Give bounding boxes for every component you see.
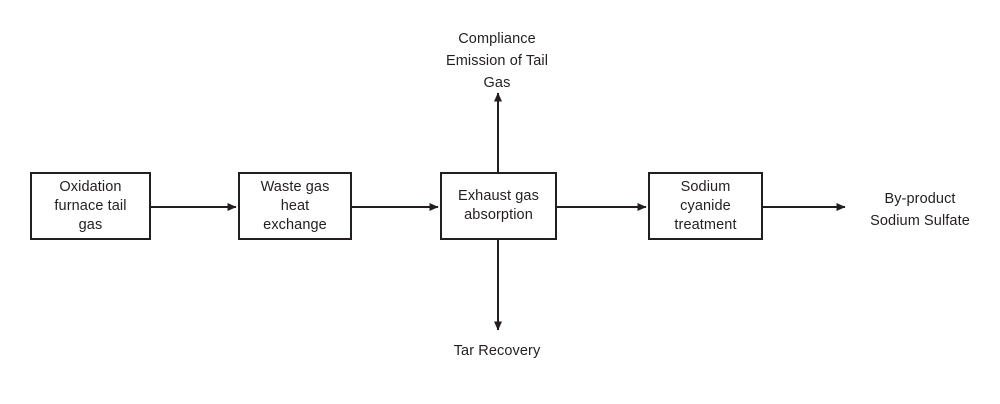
node-sodium-cyanide-treatment[interactable]: Sodium cyanide treatment [648, 172, 763, 240]
node-label: Sodium cyanide treatment [674, 178, 737, 233]
node-label: Waste gas heat exchange [260, 178, 330, 233]
node-waste-gas-heat-exchange[interactable]: Waste gas heat exchange [238, 172, 352, 240]
node-label: Exhaust gas absorption [458, 188, 539, 223]
label-by-product-sodium-sulfate: By-product Sodium Sulfate [870, 191, 970, 229]
label-tar-recovery: Tar Recovery [453, 343, 541, 359]
node-label: Oxidation furnace tail gas [54, 178, 127, 233]
node-oxidation-furnace-tail-gas[interactable]: Oxidation furnace tail gas [30, 172, 151, 240]
label-compliance-emission-of-tail-gas: Compliance Emission of Tail Gas [445, 31, 549, 91]
node-exhaust-gas-absorption[interactable]: Exhaust gas absorption [440, 172, 557, 240]
